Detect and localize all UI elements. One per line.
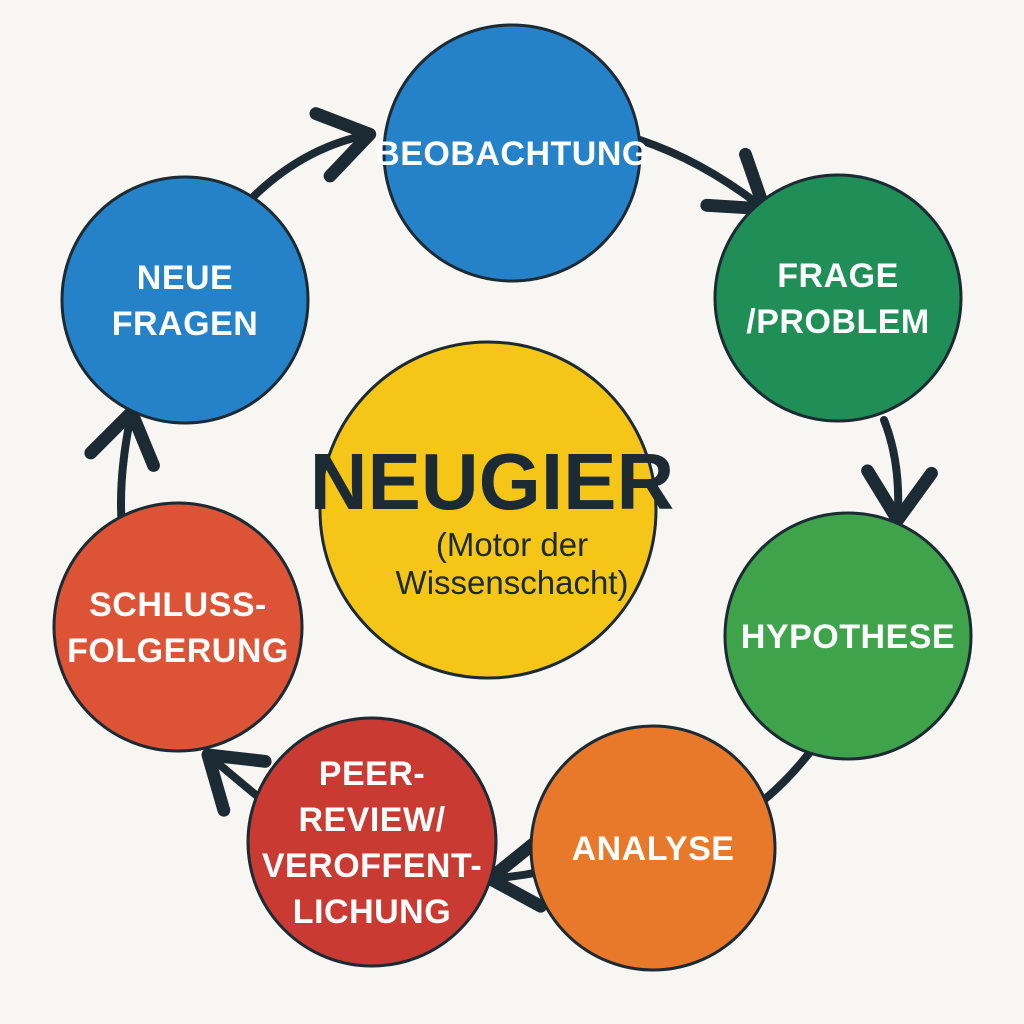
node-circle-analyse [529,724,777,972]
center-circle [318,340,658,680]
node-circle-beobachtung [382,23,642,283]
node-label-hypothese-line-1: HYPOTHESE [741,618,955,656]
arrow-peer-review-to-schlussfolgerung [201,748,272,817]
node-circle-neue-fragen [60,175,310,425]
node-circle-frage-problem [713,173,963,423]
center-title: NEUGIER [310,437,675,526]
node-label-frage-problem-line-2: /PROBLEM [746,303,929,341]
node-label-peer-review-line-1: PEER- [319,755,425,793]
node-frage-problem: FRAGE/PROBLEM [713,173,963,423]
node-analyse: ANALYSE [529,724,777,972]
arrow-neue-fragen-to-beobachtung [246,107,377,204]
node-label-frage-problem-line-1: FRAGE [777,257,899,295]
center-subtitle-line-1: (Motor der [436,526,588,563]
node-label-neue-fragen-line-2: FRAGEN [112,305,259,343]
node-label-schlussfolgerung-line-1: SCHLUSS- [89,586,267,624]
node-label-schlussfolgerung-line-2: FOLGERUNG [67,632,289,670]
node-label-peer-review-line-2: REVIEW/ [298,801,445,839]
node-label-peer-review-line-4: LICHUNG [293,893,451,931]
arrow-frage-problem-to-hypothese [861,416,938,527]
nodes-layer: BEOBACHTUNG FRAGE/PROBLEM HYPOTHESE ANALYSE… [52,23,973,972]
node-circle-hypothese [723,511,973,761]
node-label-peer-review-line-3: VEROFFENT- [262,847,482,885]
node-label-beobachtung-line-1: BEOBACHTUNG [375,135,649,173]
arrow-hypothese-to-analyse [760,748,814,804]
node-neue-fragen: NEUE FRAGEN [60,175,310,425]
arrow-beobachtung-to-frage-problem [636,136,771,216]
node-beobachtung: BEOBACHTUNG [375,23,649,283]
node-label-analyse-line-1: ANALYSE [572,830,735,868]
node-circle-peer-review [246,716,498,968]
node-circle-schlussfolgerung [52,501,304,753]
node-label-neue-fragen-line-1: NEUE [137,259,233,297]
node-peer-review: PEER- REVIEW/VEROFFENT- LICHUNG [246,716,498,968]
node-hypothese: HYPOTHESE [723,511,973,761]
center-subtitle-line-2: Wissenschacht) [396,564,629,601]
node-schlussfolgerung: SCHLUSS- FOLGERUNG [52,501,304,753]
center-node: NEUGIER (Motor der Wissenschacht) [310,340,675,680]
